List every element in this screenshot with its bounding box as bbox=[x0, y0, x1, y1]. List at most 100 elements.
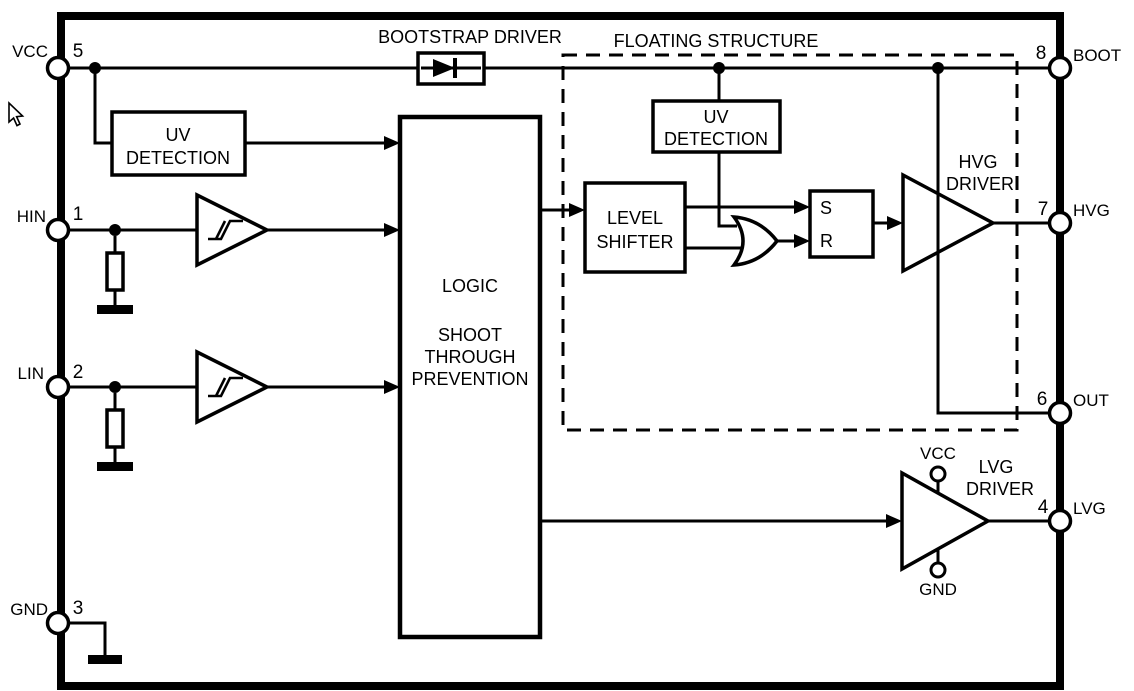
gnd-terminal-icon bbox=[929, 561, 947, 579]
pin-number-label: 3 bbox=[73, 598, 84, 619]
driver-label: DRIVER bbox=[946, 174, 1014, 194]
detection-label: DETECTION bbox=[126, 148, 230, 168]
pin-number-label: 2 bbox=[73, 362, 84, 383]
schmitt-triangle bbox=[195, 192, 271, 268]
hysteresis-icon bbox=[214, 377, 227, 397]
pin-number-label: 1 bbox=[73, 204, 84, 225]
bootstrap-driver-label: BOOTSTRAP DRIVER bbox=[378, 27, 562, 47]
sr-latch-block: S R bbox=[808, 189, 875, 259]
floating-structure-region: FLOATING STRUCTURE bbox=[561, 31, 1019, 432]
uv-detection-floating-block: UV DETECTION bbox=[651, 99, 782, 154]
uv-label: UV bbox=[703, 107, 728, 127]
pin-name-label: HVG bbox=[1073, 201, 1110, 220]
pin-terminal-icon bbox=[1047, 400, 1073, 426]
junction-dot bbox=[109, 381, 121, 393]
uv-detection-left-block: UV DETECTION bbox=[110, 110, 247, 177]
pin-name-label: VCC bbox=[12, 42, 48, 61]
pin-terminal-icon bbox=[1047, 55, 1073, 81]
pin-terminal-icon bbox=[45, 217, 71, 243]
reset-input-label: R bbox=[820, 231, 833, 251]
lin-pulldown-resistor bbox=[97, 393, 133, 471]
pin-lvg: LVG 4 bbox=[1038, 497, 1106, 534]
logic-box bbox=[397, 114, 543, 640]
pin-boot: BOOT 8 bbox=[1036, 43, 1121, 81]
shoot-label: SHOOT bbox=[438, 325, 502, 345]
pin-name-label: BOOT bbox=[1073, 46, 1121, 65]
lin-schmitt-trigger bbox=[195, 349, 271, 425]
pin-terminal-icon bbox=[45, 374, 71, 400]
arrowhead-icon bbox=[886, 514, 902, 528]
gnd-rail-label: GND bbox=[919, 580, 957, 599]
pin-number-label: 5 bbox=[73, 41, 84, 62]
arrowhead-icon bbox=[794, 234, 810, 248]
ic-boundary bbox=[57, 12, 1064, 690]
set-input-label: S bbox=[820, 198, 832, 218]
arrowhead-icon bbox=[384, 136, 400, 150]
pin-name-label: OUT bbox=[1073, 391, 1109, 410]
gnd-wire bbox=[61, 621, 107, 655]
lvg-driver-block: LVG DRIVER VCC GND bbox=[900, 444, 1034, 599]
ground-icon bbox=[97, 305, 133, 314]
hvg-driver-triangle bbox=[901, 172, 997, 274]
prevention-label: PREVENTION bbox=[411, 369, 528, 389]
pin-lin: LIN 2 bbox=[18, 362, 84, 400]
resistor-body bbox=[105, 251, 125, 292]
resistor-body bbox=[105, 408, 125, 449]
pin-number-label: 7 bbox=[1038, 199, 1049, 220]
pin-gnd: GND 3 bbox=[10, 598, 84, 636]
detection-label: DETECTION bbox=[664, 129, 768, 149]
level-shifter-block: LEVEL SHIFTER bbox=[583, 181, 687, 274]
vcc-to-uv-wire bbox=[93, 68, 112, 145]
vcc-rail-label: VCC bbox=[920, 444, 956, 463]
mouse-cursor-icon bbox=[8, 101, 25, 127]
hin-pulldown-resistor bbox=[97, 236, 133, 314]
hin-schmitt-trigger bbox=[195, 192, 271, 268]
uv-detection-box bbox=[110, 110, 247, 177]
hysteresis-icon bbox=[214, 220, 227, 240]
boot-rail-to-out-wire bbox=[936, 68, 1060, 415]
ground-icon bbox=[97, 462, 133, 471]
sr-latch-box bbox=[808, 189, 875, 259]
pin-terminal-icon bbox=[45, 610, 71, 636]
logic-label: LOGIC bbox=[442, 276, 498, 296]
arrowhead-icon bbox=[384, 223, 400, 237]
arrowhead-icon bbox=[569, 203, 585, 217]
driver-label: DRIVER bbox=[966, 479, 1034, 499]
hvg-driver-block: HVG DRIVER bbox=[901, 152, 1014, 274]
pin-hin: HIN 1 bbox=[17, 204, 84, 243]
pin-number-label: 6 bbox=[1037, 389, 1048, 410]
hysteresis-icon bbox=[208, 376, 243, 398]
pin-name-label: LIN bbox=[18, 364, 44, 383]
pin-vcc: VCC 5 bbox=[12, 41, 84, 81]
pin-out: OUT 6 bbox=[1037, 389, 1109, 426]
junction-dot bbox=[109, 224, 121, 236]
hvg-label: HVG bbox=[958, 152, 997, 172]
bootstrap-driver-block: BOOTSTRAP DRIVER bbox=[378, 27, 562, 86]
junction-dot bbox=[713, 62, 725, 74]
or-gate-icon bbox=[730, 214, 780, 268]
uv-detection-box bbox=[651, 99, 782, 154]
pin-terminal-icon bbox=[1047, 508, 1073, 534]
diode-icon bbox=[433, 59, 455, 77]
pin-hvg: HVG 7 bbox=[1038, 199, 1110, 236]
logic-block: LOGIC SHOOT THROUGH PREVENTION bbox=[397, 114, 543, 640]
vcc-terminal-icon bbox=[929, 465, 947, 483]
arrowhead-icon bbox=[887, 216, 903, 230]
uv2-to-or-wire bbox=[717, 152, 737, 228]
uv-label: UV bbox=[165, 125, 190, 145]
pin-terminal-icon bbox=[45, 55, 71, 81]
ground-icon bbox=[88, 655, 122, 664]
junction-dot bbox=[89, 62, 101, 74]
pin-name-label: GND bbox=[10, 600, 48, 619]
hysteresis-icon bbox=[208, 219, 243, 241]
level-shifter-box bbox=[583, 181, 687, 274]
arrowhead-icon bbox=[384, 380, 400, 394]
through-label: THROUGH bbox=[425, 347, 516, 367]
pin-terminal-icon bbox=[1047, 210, 1073, 236]
pin-number-label: 4 bbox=[1038, 497, 1049, 518]
arrowhead-icon bbox=[794, 200, 810, 214]
junction-dot bbox=[932, 62, 944, 74]
lvg-driver-triangle bbox=[900, 470, 992, 572]
